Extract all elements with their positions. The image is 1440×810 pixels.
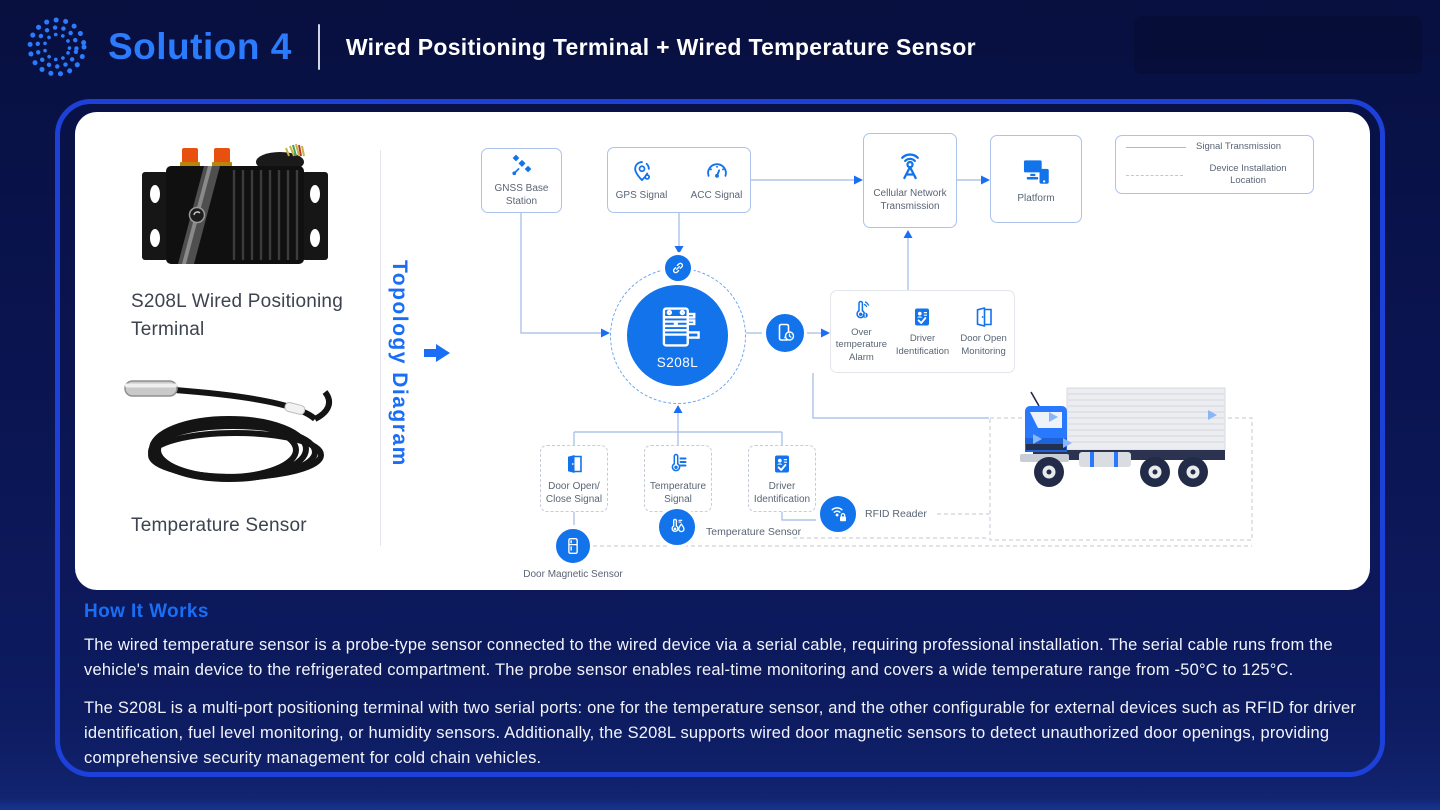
s208l-device-image [142, 143, 328, 264]
dual-thermometer-icon [670, 518, 685, 532]
door-magnetic-sensor-label: Door Magnetic Sensor [523, 569, 623, 580]
thermometer-lines-icon [671, 453, 687, 471]
install-location-markers [1033, 410, 1217, 448]
node-label: Door Open/ Close Signal [545, 480, 603, 505]
how-it-works-section: How It Works The wired temperature senso… [84, 601, 1368, 784]
node-label: Temperature Signal [649, 480, 707, 505]
legend-signal-row: Signal Transmission [1126, 141, 1281, 153]
bottom-glow [0, 798, 1440, 810]
link-icon [672, 262, 684, 274]
rfid-reader-label: RFID Reader [865, 508, 927, 520]
temperature-sensor-badge [656, 506, 698, 548]
node-monitoring-outputs: Over temperature Alarm Driver Identifica… [830, 290, 1015, 373]
rfid-waves-lock-icon [831, 506, 846, 521]
page-title: Solution 4 [108, 26, 292, 67]
door-open-close-icon [568, 454, 582, 473]
how-it-works-paragraph-2: The S208L is a multi-port positioning te… [84, 699, 1357, 768]
node-label: Over temperature Alarm [835, 326, 888, 363]
legend: Signal Transmission Device Installation … [1115, 135, 1314, 194]
node-cellular-network: Cellular Network Transmission [863, 133, 957, 228]
antenna-tower-icon [901, 153, 919, 179]
header-watermark-area [1134, 16, 1422, 74]
node-label: S208L [656, 355, 699, 370]
satellite-icon [511, 154, 531, 176]
temperature-sensor-image [124, 380, 333, 482]
id-card-icon [775, 455, 789, 472]
node-gnss-base-station: GNSS Base Station [481, 148, 562, 213]
node-gps-acc-signals: GPS Signal ACC Signal [607, 147, 751, 213]
node-label: Driver Identification [895, 333, 950, 357]
section-divider [380, 150, 381, 546]
legend-label: Signal Transmission [1196, 141, 1282, 153]
topology-section-label: Topology Diagram [388, 260, 411, 467]
node-s208l-terminal: S208L [610, 268, 746, 404]
s208l-core: S208L [627, 285, 728, 386]
topology-card: S208L Wired Positioning Terminal Tempera… [75, 112, 1370, 590]
node-label: Door Open Monitoring [960, 333, 1007, 357]
temperature-sensor-label: Temperature Sensor [706, 526, 802, 538]
how-it-works-paragraph-1: The wired temperature sensor is a probe-… [84, 636, 1333, 680]
gauge-icon [706, 162, 727, 178]
title-divider [317, 24, 320, 70]
driver-identification-cell: Driver Identification [896, 305, 949, 358]
door-magnetic-sensor-badge [553, 526, 593, 566]
dashed-line-sample [1126, 174, 1184, 176]
cold-chain-truck-illustration [1020, 387, 1226, 487]
node-label: Platform [1017, 192, 1055, 204]
how-it-works-heading: How It Works [84, 601, 209, 622]
node-platform: Platform [990, 135, 1082, 223]
node-label: GPS Signal [615, 189, 668, 201]
node-label: Cellular Network Transmission [873, 187, 947, 212]
phone-clock-icon [778, 323, 795, 341]
node-temperature-signal: Temperature Signal [644, 445, 712, 512]
solid-line-sample [1126, 147, 1186, 149]
rfid-reader-badge [817, 493, 859, 535]
legend-install-row: Device Installation Location [1126, 163, 1303, 188]
header: Solution 4 Wired Positioning Terminal + … [0, 0, 1440, 94]
dotted-globe-logo-icon [27, 17, 87, 77]
content-frame [55, 99, 1385, 777]
node-door-signal: Door Open/ Close Signal [540, 445, 608, 512]
node-driver-identification: Driver Identification [748, 445, 816, 512]
page-subtitle: Wired Positioning Terminal + Wired Tempe… [345, 33, 976, 60]
terminal-device-icon [662, 307, 700, 347]
acc-signal-cell: ACC Signal [687, 159, 746, 202]
legend-label: Device Installation Location [1209, 162, 1287, 187]
id-card-icon [915, 308, 930, 326]
open-door-icon [976, 307, 992, 327]
magnetic-door-icon [568, 537, 578, 555]
computer-phone-icon [1023, 159, 1049, 184]
node-label: Driver Identification [753, 480, 811, 505]
door-open-monitoring-cell: Door Open Monitoring [957, 305, 1010, 358]
thermometer-alert-icon [856, 300, 870, 319]
node-label: ACC Signal [690, 189, 743, 201]
section-arrow-icon [424, 344, 450, 362]
link-badge [662, 252, 694, 284]
sensor-product-label: Temperature Sensor [131, 515, 307, 536]
node-label: GNSS Base Station [494, 183, 549, 207]
gps-signal-cell: GPS Signal [612, 159, 671, 202]
phone-badge [763, 311, 807, 355]
gps-pin-icon [633, 160, 650, 181]
overtemp-alarm-cell: Over temperature Alarm [835, 299, 888, 364]
terminal-product-label: S208L Wired Positioning Terminal [131, 291, 343, 340]
